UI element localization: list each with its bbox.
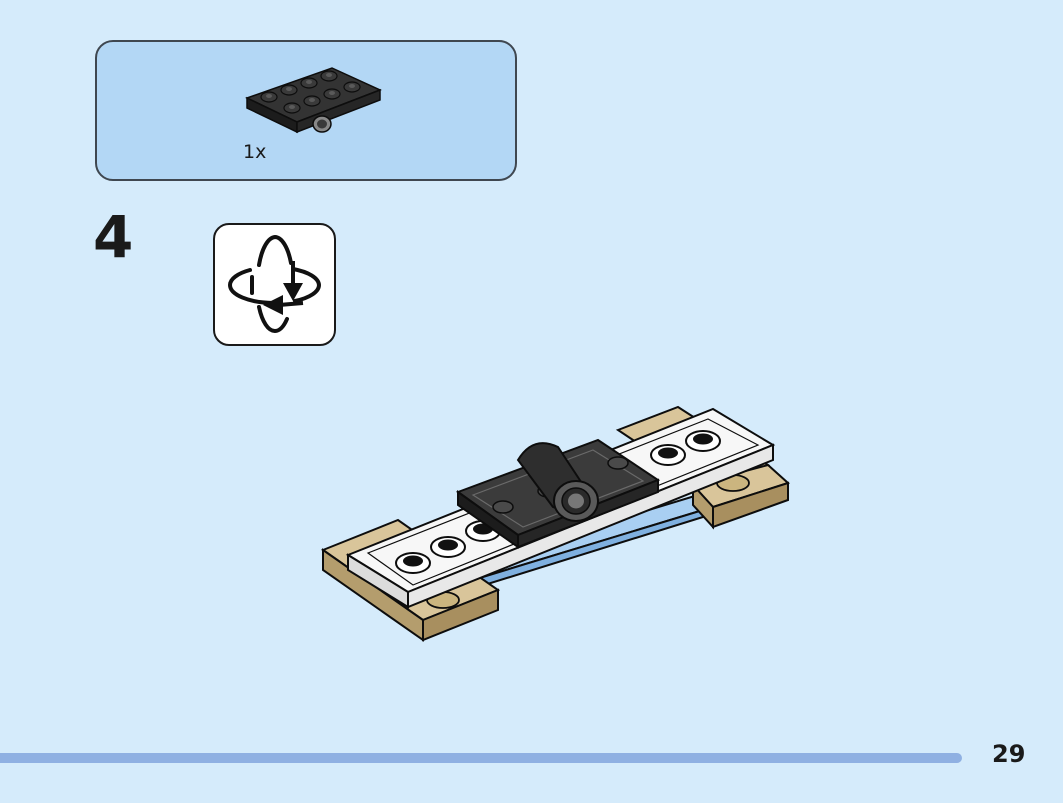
rotate-model-icon: [227, 234, 322, 333]
page-number: 29: [992, 740, 1026, 768]
part-quantity: 1x: [243, 141, 267, 163]
rotate-indicator: [213, 223, 336, 346]
assembled-model-icon: [320, 405, 790, 642]
footer-bar: [0, 753, 962, 763]
parts-callout: 1x: [95, 40, 517, 181]
step-number: 4: [93, 203, 134, 271]
black-plate-2x4-with-pin-icon: [245, 67, 382, 134]
